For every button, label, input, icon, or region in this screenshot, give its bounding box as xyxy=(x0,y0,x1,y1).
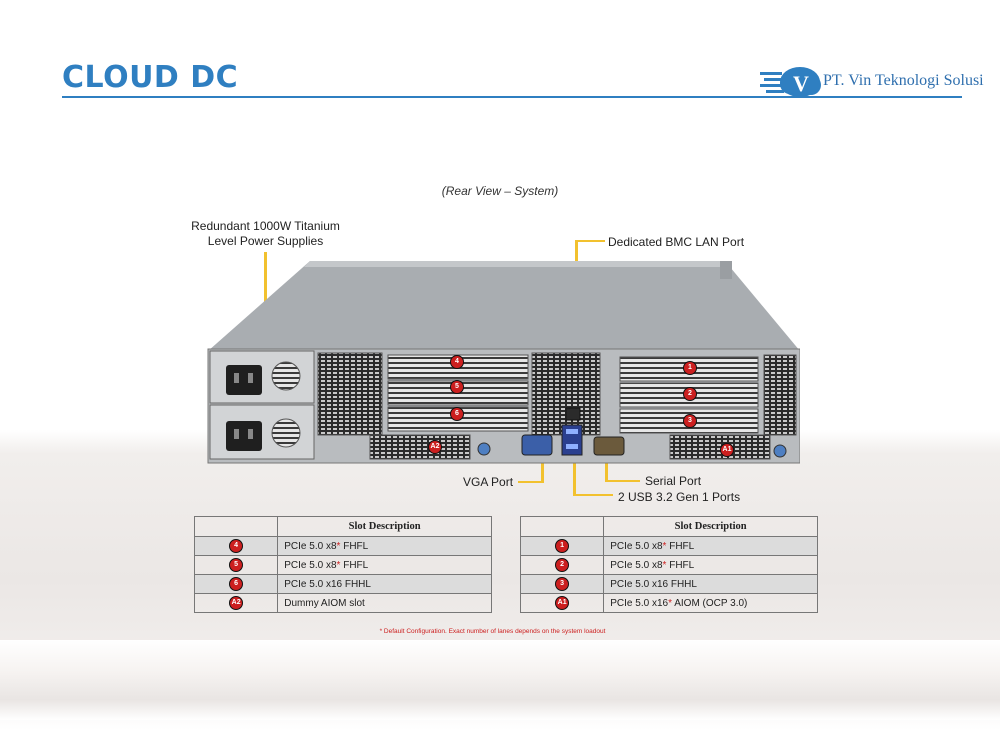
slot-id: 1 xyxy=(555,539,570,553)
power-supply-1 xyxy=(209,350,315,404)
slot-badge-5: 5 xyxy=(450,380,464,394)
table-row: 1 PCIe 5.0 x8* FHFL xyxy=(519,536,818,556)
logo-letter: V xyxy=(793,71,809,96)
table-row: 4 PCIe 5.0 x8* FHFL xyxy=(193,536,492,556)
psu-label: Redundant 1000W Titanium Level Power Sup… xyxy=(191,219,340,248)
table-header-row: Slot Description xyxy=(193,516,492,537)
table-row: 3 PCIe 5.0 x16 FHHL xyxy=(519,574,818,594)
table-row: 2 PCIe 5.0 x8* FHFL xyxy=(519,555,818,575)
table-row: A1 PCIe 5.0 x16* AIOM (OCP 3.0) xyxy=(519,593,818,613)
slot-badge-A2: A2 xyxy=(428,440,442,454)
bmc-lan-port xyxy=(565,407,581,421)
serial-leader-horizontal xyxy=(605,480,640,482)
slot-badge-2: 2 xyxy=(683,387,697,401)
slot-id: A1 xyxy=(555,596,570,610)
table-header: Slot Description xyxy=(277,516,492,537)
slot-badge-4: 4 xyxy=(450,355,464,369)
slot-id: 4 xyxy=(229,539,244,553)
page-title: CLOUD DC xyxy=(62,60,239,95)
vga-leader-horizontal xyxy=(518,481,544,483)
slot-badge-1: 1 xyxy=(683,361,697,375)
slot-badge-A1: A1 xyxy=(720,443,734,457)
serial-port xyxy=(593,436,625,456)
slot-id: 3 xyxy=(555,577,570,591)
slot-table-left: Slot Description 4 PCIe 5.0 x8* FHFL 5 P… xyxy=(193,516,492,613)
slot-id: 5 xyxy=(229,558,244,572)
usb-leader-horizontal xyxy=(573,494,613,496)
server-rear-view xyxy=(207,261,800,464)
usb-label: 2 USB 3.2 Gen 1 Ports xyxy=(618,490,741,504)
table-header-row: Slot Description xyxy=(519,516,818,537)
slot-id: 6 xyxy=(229,577,244,591)
vga-port xyxy=(521,434,553,456)
vga-leader-line xyxy=(541,450,544,483)
table-row: 6 PCIe 5.0 x16 FHHL xyxy=(193,574,492,594)
slot-badge-3: 3 xyxy=(683,414,697,428)
table-row: A2 Dummy AIOM slot xyxy=(193,593,492,613)
bmc-label: Dedicated BMC LAN Port xyxy=(608,235,745,249)
company-logo-icon: V xyxy=(760,67,821,97)
slot-id: A2 xyxy=(229,596,244,610)
figure-caption: (Rear View – System) xyxy=(441,184,559,198)
serial-leader-line xyxy=(605,450,608,482)
power-supply-2 xyxy=(209,404,315,460)
table-header: Slot Description xyxy=(603,516,818,537)
slot-badge-6: 6 xyxy=(450,407,464,421)
slot-table-right: Slot Description 1 PCIe 5.0 x8* FHFL 2 P… xyxy=(519,516,818,613)
slot-id: 2 xyxy=(555,558,570,572)
bmc-leader-horizontal xyxy=(575,240,605,242)
usb-leader-line xyxy=(573,448,576,496)
chassis-top xyxy=(208,261,800,351)
company-name: PT. Vin Teknologi Solusi xyxy=(823,72,984,89)
serial-label: Serial Port xyxy=(645,474,702,488)
footnote: * Default Configuration. Exact number of… xyxy=(379,628,606,635)
table-row: 5 PCIe 5.0 x8* FHFL xyxy=(193,555,492,575)
vga-label: VGA Port xyxy=(463,475,514,489)
background-shadow xyxy=(0,640,1000,720)
title-divider xyxy=(62,96,962,98)
